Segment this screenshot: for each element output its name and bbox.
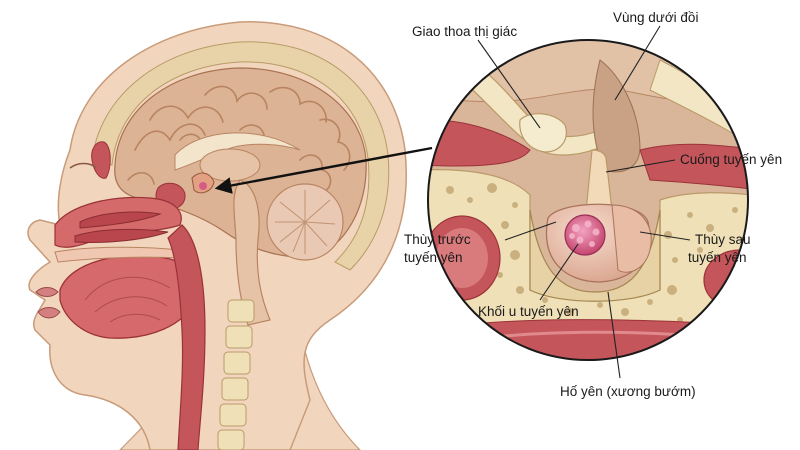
leader-pituitary-stalk <box>605 159 676 173</box>
leader-hypothalamus <box>614 25 661 101</box>
skull <box>91 41 390 271</box>
zoom-circle-border <box>427 39 749 361</box>
zoom-arrow <box>214 146 433 194</box>
cerebellum <box>266 183 344 261</box>
leader-tumor <box>539 243 579 301</box>
hypothalamus-structure <box>592 59 641 173</box>
leader-sella <box>607 291 621 379</box>
sella-turcica-zoom <box>529 209 661 302</box>
pituitary-stalk-zoom <box>585 149 613 213</box>
right-red-tissue <box>639 143 748 191</box>
optic-chiasm-zoom <box>519 113 567 153</box>
brainstem <box>233 179 271 326</box>
leader-lines <box>477 25 691 379</box>
leader-optic-chiasm <box>477 39 541 129</box>
label-hypothalamus: Vùng dưới đồi <box>613 10 698 25</box>
posterior-lobe-zoom <box>611 204 652 273</box>
label-anterior-lobe-line2: tuyến yên <box>404 250 463 265</box>
label-posterior-lobe-line2: tuyến yên <box>688 250 747 265</box>
label-posterior-lobe-line1: Thùy sau <box>695 232 751 247</box>
zoom-inset <box>427 39 749 361</box>
lips <box>35 287 61 319</box>
left-red-tissue <box>428 119 531 167</box>
nasal-turbinates <box>74 211 169 243</box>
leader-anterior-lobe <box>504 221 557 241</box>
leader-posterior-lobe <box>639 231 691 241</box>
frontal-sinus <box>91 141 111 179</box>
label-sella-turcica: Hố yên (xương bướm) <box>560 384 696 399</box>
cervical-spine <box>217 299 255 450</box>
pituitary-tumor-zoom <box>564 214 606 256</box>
corpus-callosum <box>174 132 301 171</box>
labels: Giao thoa thị giác Vùng dưới đồi Cuống t… <box>404 10 782 399</box>
label-pituitary-stalk: Cuống tuyến yên <box>680 152 782 167</box>
brain-gyri <box>127 85 351 193</box>
eye <box>69 162 97 169</box>
label-optic-chiasm: Giao thoa thị giác <box>412 24 517 39</box>
head-cross-section <box>27 21 407 450</box>
pituitary-small <box>191 172 215 194</box>
bottom-mucosa <box>428 319 748 360</box>
pharynx <box>167 224 206 450</box>
tongue-texture <box>84 276 171 323</box>
label-pituitary-tumor: Khối u tuyến yên <box>478 304 579 319</box>
label-anterior-lobe-line1: Thùy trước <box>404 232 471 247</box>
